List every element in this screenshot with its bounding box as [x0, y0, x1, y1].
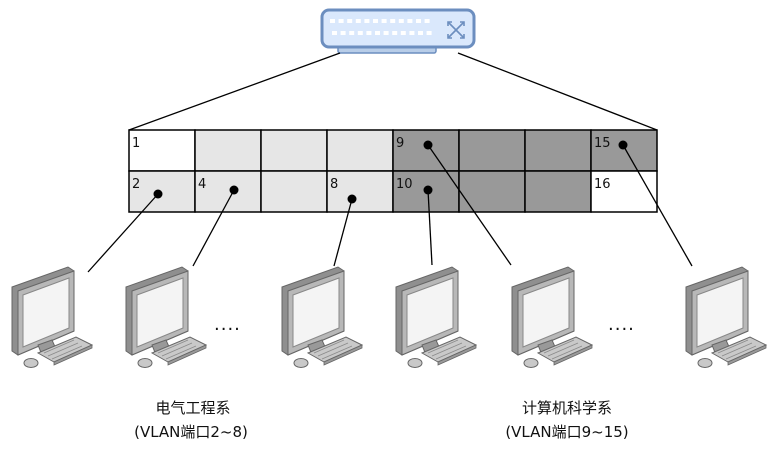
- port-label: 10: [396, 177, 413, 192]
- switch-port-led: [392, 31, 398, 35]
- switch-port-led: [330, 19, 335, 23]
- connection-dot: [347, 194, 357, 204]
- connection-line: [622, 144, 693, 267]
- switch-port-led: [381, 19, 387, 23]
- connection-dot: [153, 189, 163, 199]
- switch-port-led: [409, 31, 415, 35]
- connection-line: [87, 193, 159, 273]
- port-label: 4: [198, 177, 206, 192]
- desktop-computer-icon: [125, 266, 208, 368]
- switch-port-led: [418, 31, 423, 35]
- group-label-cs-vlan: (VLAN端口9~15): [505, 423, 628, 441]
- ellipsis-left: ....: [214, 314, 241, 335]
- port-label: 16: [594, 177, 611, 192]
- switch-port-led: [383, 31, 389, 35]
- computer-group: [11, 266, 768, 368]
- switch-to-panel-line-right: [457, 52, 658, 131]
- switch-port-led: [375, 31, 380, 35]
- switch-port-led: [416, 19, 421, 23]
- switch-to-panel-line-left: [128, 52, 341, 131]
- group-label-cs-name: 计算机科学系: [522, 399, 612, 417]
- port-cell: [524, 170, 592, 213]
- switch-port-led: [332, 31, 337, 35]
- switch-port-led: [364, 19, 370, 23]
- switch-port-led: [357, 31, 363, 35]
- port-cell: [524, 129, 592, 172]
- connection-dot: [618, 140, 628, 150]
- port-label: 15: [594, 136, 611, 151]
- switch-port-led: [366, 31, 372, 35]
- port-connections: [87, 140, 693, 273]
- switch-port-led: [338, 19, 344, 23]
- switch-port-led: [398, 19, 404, 23]
- group-label-electrical-vlan: (VLAN端口2~8): [134, 423, 248, 441]
- port-cell: [260, 129, 328, 172]
- port-cell: [590, 170, 658, 213]
- port-label: 1: [132, 136, 140, 151]
- switch-port-led: [340, 31, 346, 35]
- ellipsis-right: ....: [608, 314, 635, 335]
- port-cell: [590, 129, 658, 172]
- port-cell: [458, 129, 526, 172]
- port-panel: 1 9 15 2 4 8 10 16: [128, 129, 658, 213]
- switch-port-leds: [330, 19, 432, 35]
- connection-line: [427, 144, 512, 266]
- switch-port-led: [347, 19, 353, 23]
- switch-port-led: [390, 19, 396, 23]
- port-cell: [458, 170, 526, 213]
- port-cell: [326, 129, 394, 172]
- connection-line: [192, 189, 235, 267]
- desktop-computer-icon: [685, 266, 768, 368]
- network-switch-icon: [320, 8, 476, 54]
- connection-line: [333, 198, 353, 267]
- switch-port-led: [407, 19, 413, 23]
- port-cell: [260, 170, 328, 213]
- switch-port-led: [373, 19, 378, 23]
- switch-port-led: [426, 31, 432, 35]
- connection-dot: [423, 140, 433, 150]
- desktop-computer-icon: [395, 266, 478, 368]
- switch-port-led: [355, 19, 361, 23]
- port-label: 8: [330, 177, 338, 192]
- port-label: 9: [396, 136, 404, 151]
- connection-dot: [423, 185, 433, 195]
- switch-port-led: [400, 31, 406, 35]
- connection-line: [427, 189, 433, 266]
- port-label: 2: [132, 177, 140, 192]
- connection-dot: [229, 185, 239, 195]
- desktop-computer-icon: [281, 266, 364, 368]
- switch-port-led: [424, 19, 430, 23]
- port-cell: [194, 129, 262, 172]
- switch-port-led: [349, 31, 355, 35]
- switch-arrows-icon: [447, 21, 465, 39]
- desktop-computer-icon: [511, 266, 594, 368]
- desktop-computer-icon: [11, 266, 94, 368]
- group-label-electrical-name: 电气工程系: [155, 399, 230, 417]
